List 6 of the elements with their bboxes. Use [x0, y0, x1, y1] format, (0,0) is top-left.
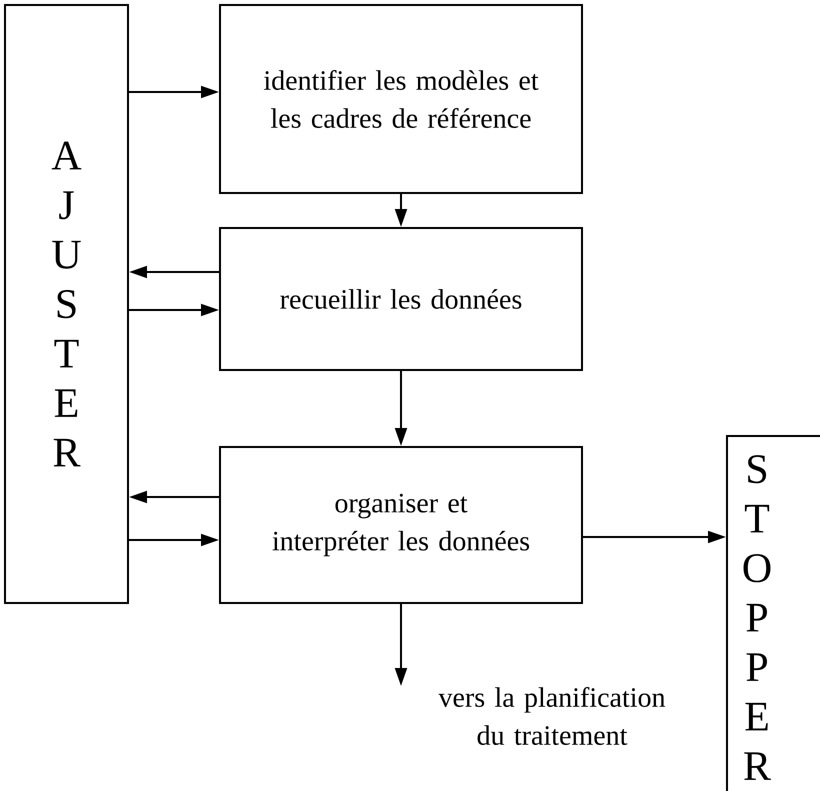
side-box: AJUSTER — [4, 4, 129, 604]
process-box: recueillir les données — [219, 227, 583, 371]
process-box: organiser et interpréter les données — [219, 446, 583, 604]
process-box: identifier les modèles et les cadres de référence — [219, 4, 583, 194]
side-box: STOPPER — [726, 435, 820, 791]
note-text: vers la planification du traitement — [438, 687, 666, 745]
